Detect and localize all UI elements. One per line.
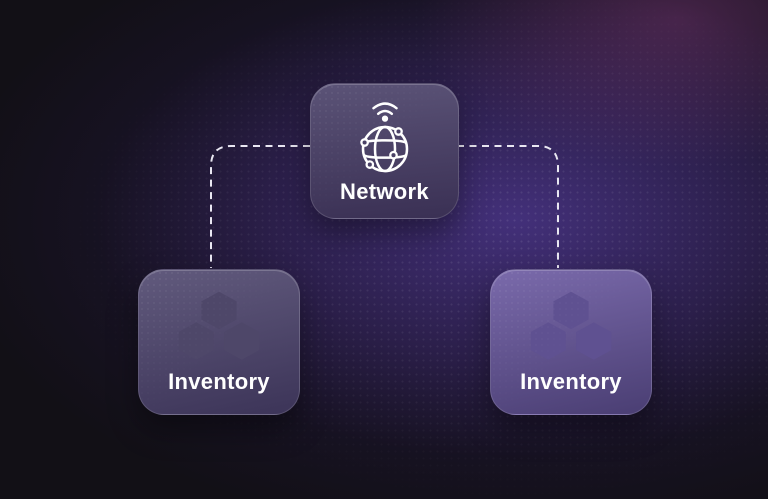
boxes-icon — [529, 290, 613, 362]
node-network: Network — [310, 83, 459, 219]
node-inventory-left: Inventory — [138, 269, 300, 415]
node-network-label: Network — [340, 179, 429, 205]
globe-network-icon — [355, 97, 415, 175]
node-inventory-left-label: Inventory — [168, 368, 270, 394]
node-inventory-right-label: Inventory — [520, 368, 622, 394]
boxes-icon — [177, 290, 261, 362]
node-inventory-right: Inventory — [490, 269, 652, 415]
connector-network-inventory-left — [210, 145, 310, 268]
connector-network-inventory-right — [457, 145, 559, 268]
